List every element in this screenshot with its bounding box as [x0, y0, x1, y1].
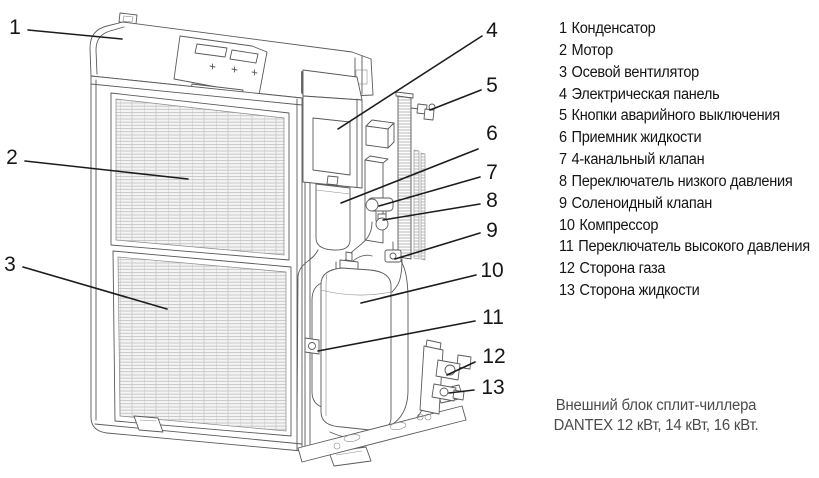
legend-item-label: Соленоидный клапан	[571, 194, 713, 212]
legend-item-number: 9	[559, 194, 567, 212]
callout-number-2: 2	[6, 146, 18, 169]
caption-line-2: DANTEX 12 кВт, 14 кВт, 16 кВт.	[553, 416, 759, 434]
leader-lines	[22, 29, 483, 394]
callout-number-9: 9	[486, 219, 498, 242]
figure-caption: Внешний блок сплит-чиллера DANTEX 12 кВт…	[506, 396, 806, 435]
legend-item-number: 5	[559, 107, 567, 125]
callout-number-11: 11	[482, 306, 504, 329]
legend-item-number: 4	[559, 85, 567, 103]
callout-number-10: 10	[480, 259, 503, 282]
service-valve-assembly	[419, 339, 472, 421]
callout-number-7: 7	[486, 161, 498, 184]
legend-item-number: 1	[559, 20, 567, 37]
legend-item-number: 10	[559, 216, 575, 234]
caption-line-1: Внешний блок сплит-чиллера	[555, 397, 757, 414]
callout-numbers: 1 2 3 4 5 6 7 8 9 10 11 12 13	[4, 16, 506, 399]
callout-number-3: 3	[4, 253, 16, 276]
callout-number-5: 5	[486, 74, 498, 97]
legend-item-label: Переключатель высокого давления	[578, 238, 810, 256]
legend-item-label: Сторона газа	[579, 260, 666, 278]
callout-number-1: 1	[9, 16, 21, 39]
legend-item-label: Сторона жидкости	[579, 282, 700, 300]
legend-item-label: Осевой вентилятор	[571, 63, 700, 81]
high-pressure-switch	[304, 337, 320, 355]
legend-item-label: Конденсатор	[571, 20, 656, 37]
callout-number-6: 6	[486, 122, 498, 145]
callout-number-4: 4	[486, 19, 498, 42]
liquid-receiver	[315, 175, 351, 251]
legend-item-number: 3	[559, 63, 567, 81]
legend-item-label: 4-канальный клапан	[571, 151, 705, 169]
legend-item-number: 7	[559, 151, 567, 169]
legend-item-number: 2	[559, 41, 567, 59]
legend-item-number: 12	[559, 260, 575, 278]
emergency-buttons	[410, 103, 436, 121]
condenser-grille-lower	[112, 250, 292, 437]
callout-number-12: 12	[482, 345, 505, 368]
legend-item-label: Мотор	[571, 41, 614, 59]
legend-item-number: 6	[559, 129, 567, 147]
callout-number-13: 13	[481, 376, 504, 399]
legend-item-label: Компрессор	[579, 216, 659, 234]
four-way-valve	[365, 197, 394, 225]
callout-number-8: 8	[486, 189, 498, 212]
legend-item-label: Приемник жидкости	[571, 129, 702, 147]
outdoor-unit-illustration: 1 2 3 4 5 6 7 8 9 10 11 12 13	[4, 12, 506, 467]
condenser-grille-upper	[110, 92, 290, 261]
mounting-feet	[133, 415, 372, 467]
compressor-body	[320, 251, 392, 431]
low-pressure-switch	[375, 213, 389, 231]
junction-box	[365, 119, 395, 149]
legend-item-number: 11	[559, 238, 574, 256]
electrical-panel-box	[302, 69, 363, 189]
legend-item-label: Переключатель низкого давления	[571, 172, 793, 190]
legend-item-number: 8	[559, 172, 567, 190]
legend-item-label: Электрическая панель	[571, 85, 720, 103]
legend-item-label: Кнопки аварийного выключения	[571, 107, 781, 125]
legend-item-number: 13	[559, 282, 575, 300]
